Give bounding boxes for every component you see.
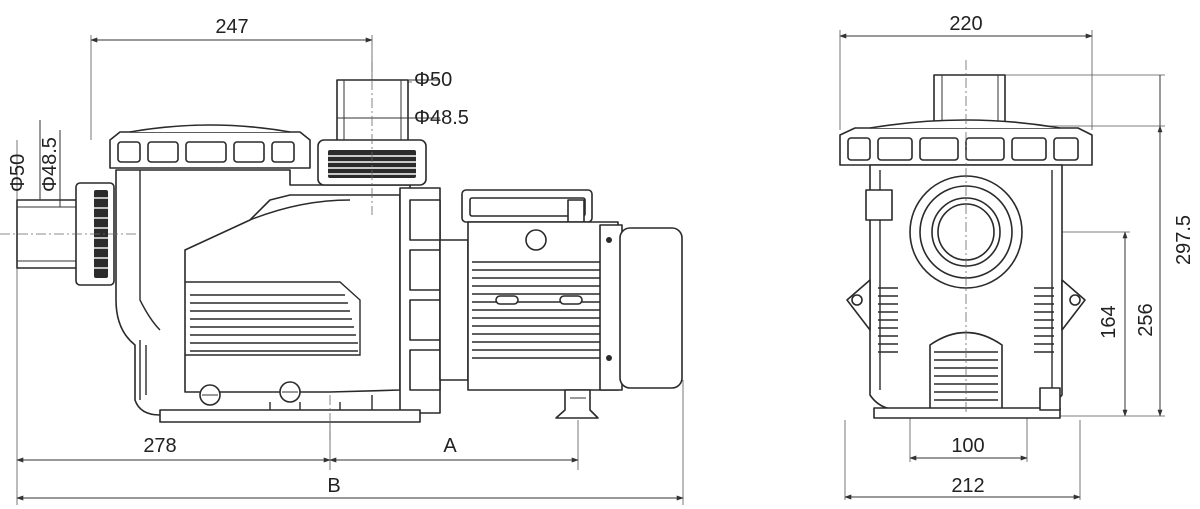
dim-164-label: 164 [1098,305,1120,338]
dim-220-label: 220 [949,13,982,35]
dim-247-label: 247 [215,16,248,38]
dim-outlet-id-label: Φ48.5 [414,107,469,129]
front-view [839,30,1165,500]
dim-inlet-id-label: Φ48.5 [39,137,61,192]
dim-100-label: 100 [951,435,984,457]
dim-212-label: 212 [951,475,984,497]
dim-297-5-label: 297.5 [1173,215,1195,265]
side-view [0,35,684,505]
dim-256-label: 256 [1135,303,1157,336]
dim-outlet-od-label: Φ50 [414,69,452,91]
dim-inlet-od-label: Φ50 [7,154,29,192]
dim-278-label: 278 [143,435,176,457]
dim-b-label: B [327,475,340,497]
dim-a-label: A [443,435,457,457]
